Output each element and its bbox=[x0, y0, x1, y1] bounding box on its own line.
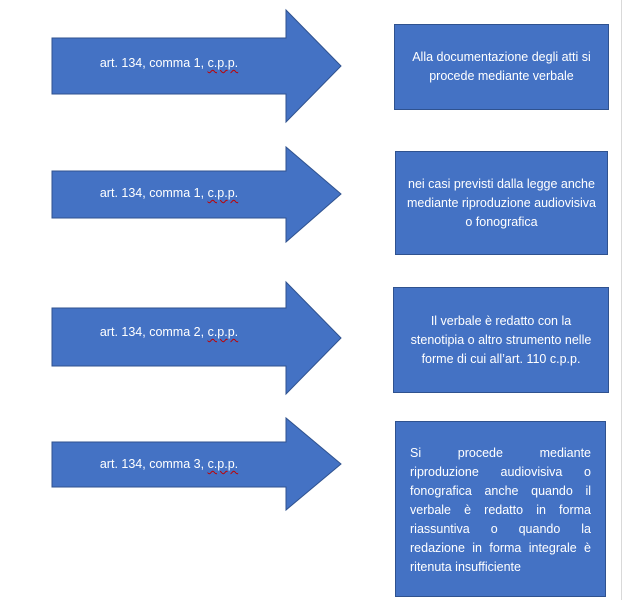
article-reference: art. 134, comma 1, bbox=[99, 186, 205, 200]
arrow-label-3: art. 134, comma 2, c.p.p. bbox=[52, 324, 286, 340]
statement-text: Si procede mediante riproduzione audiovi… bbox=[410, 446, 591, 574]
code-abbreviation: c.p.p. bbox=[207, 56, 239, 70]
arrow-shape-4 bbox=[51, 416, 342, 512]
code-abbreviation: c.p.p. bbox=[207, 186, 239, 200]
arrow-label-4: art. 134, comma 3, c.p.p. bbox=[52, 456, 286, 472]
code-abbreviation: c.p.p. bbox=[207, 325, 239, 339]
arrow-shape-3 bbox=[51, 280, 342, 396]
page-edge-line bbox=[621, 0, 622, 600]
article-reference: art. 134, comma 1, bbox=[99, 56, 205, 70]
code-abbreviation: c.p.p. bbox=[207, 457, 239, 471]
statement-text: Il verbale è redatto con la stenotipia o… bbox=[410, 313, 592, 366]
statement-text: Alla documentazione degli atti si proced… bbox=[412, 50, 591, 83]
statement-box-4: Si procede mediante riproduzione audiovi… bbox=[395, 421, 606, 597]
statement-box-3: Il verbale è redatto con la stenotipia o… bbox=[393, 287, 609, 393]
statement-text: nei casi previsti dalla legge anche medi… bbox=[406, 176, 596, 229]
arrow-label-1: art. 134, comma 1, c.p.p. bbox=[52, 55, 286, 71]
arrow-label-2: art. 134, comma 1, c.p.p. bbox=[52, 185, 286, 201]
arrow-shape-1 bbox=[51, 8, 342, 124]
article-reference: art. 134, comma 2, bbox=[99, 325, 205, 339]
statement-box-2: nei casi previsti dalla legge anche medi… bbox=[395, 151, 608, 255]
statement-box-1: Alla documentazione degli atti si proced… bbox=[394, 24, 609, 110]
arrow-shape-2 bbox=[51, 145, 342, 244]
article-reference: art. 134, comma 3, bbox=[99, 457, 205, 471]
